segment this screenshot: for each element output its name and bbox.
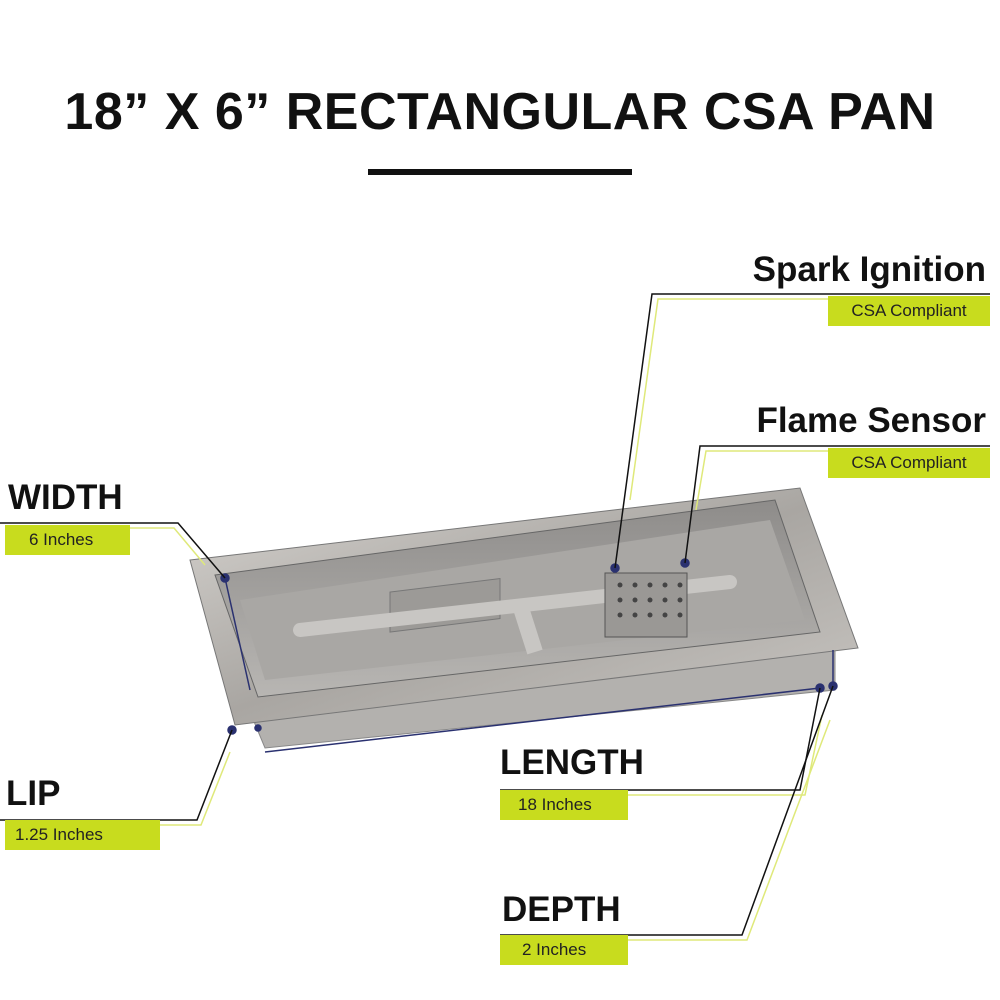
flame-sensor-shield	[604, 572, 688, 638]
burner-feed	[512, 602, 543, 655]
spark-leader	[614, 293, 990, 569]
depth-tag: 2 Inches	[500, 935, 628, 965]
depth-heading: DEPTH	[502, 890, 621, 929]
length-tag: 18 Inches	[500, 790, 628, 820]
lip-tag: 1.25 Inches	[5, 820, 160, 850]
lip-heading: LIP	[6, 774, 61, 813]
width-leader	[0, 522, 226, 579]
flame-leader	[684, 445, 990, 564]
page-title: 18” X 6” RECTANGULAR CSA PAN	[64, 83, 936, 141]
length-heading: LENGTH	[500, 743, 644, 782]
width-heading: WIDTH	[8, 478, 123, 517]
spark-ignition-heading: Spark Ignition	[752, 250, 986, 289]
width-tag: 6 Inches	[5, 525, 130, 555]
spark-ignition-tag: CSA Compliant	[828, 296, 990, 326]
flame-sensor-heading: Flame Sensor	[756, 401, 986, 440]
flame-sensor-tag: CSA Compliant	[828, 448, 990, 478]
title-underline	[368, 169, 632, 175]
